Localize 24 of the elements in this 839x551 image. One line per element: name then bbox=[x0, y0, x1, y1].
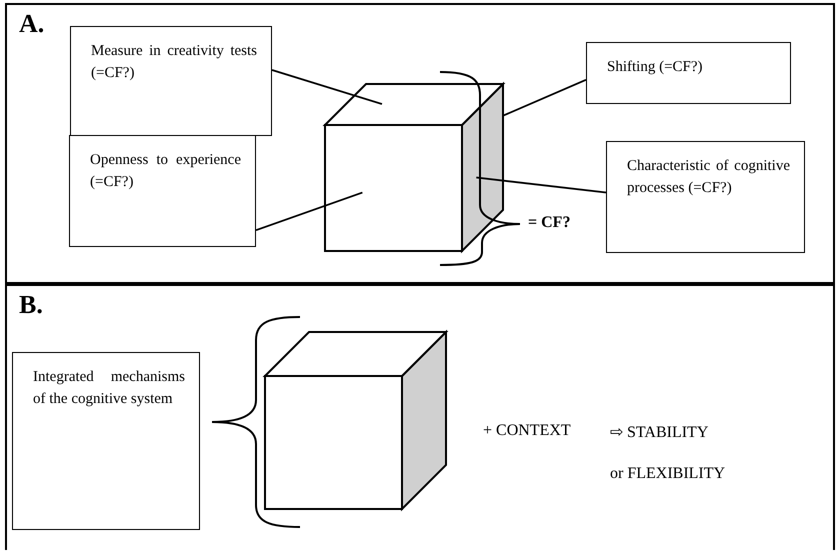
label-text: ⇨ STABILITY bbox=[610, 423, 708, 442]
leader-line bbox=[272, 69, 382, 105]
text-box bbox=[12, 352, 200, 530]
text-box bbox=[606, 141, 805, 253]
text-box bbox=[69, 135, 256, 247]
label-text: + CONTEXT bbox=[483, 422, 571, 440]
cube-drawing bbox=[325, 84, 503, 251]
panel bbox=[5, 3, 835, 284]
leader-line bbox=[476, 176, 606, 194]
leader-line bbox=[502, 79, 586, 117]
panel bbox=[5, 284, 835, 550]
label-text: or FLEXIBILITY bbox=[610, 465, 726, 483]
cube-drawing bbox=[265, 332, 446, 509]
box-text: Integrated mechanisms of the cognitive system bbox=[33, 368, 185, 409]
box-text: Characteristic of cognitive processes (=CF?) bbox=[627, 157, 790, 198]
text-box bbox=[586, 42, 791, 104]
leader-line bbox=[256, 192, 363, 232]
panel-letter: A. bbox=[19, 11, 44, 37]
panel-letter: B. bbox=[19, 292, 43, 318]
box-text: Shifting (=CF?) bbox=[607, 58, 704, 77]
box-text: Measure in creativity tests (=CF?) bbox=[91, 42, 257, 83]
text-box bbox=[70, 26, 272, 136]
box-text: Openness to experience (=CF?) bbox=[90, 151, 241, 192]
label-text: = CF? bbox=[528, 214, 570, 232]
